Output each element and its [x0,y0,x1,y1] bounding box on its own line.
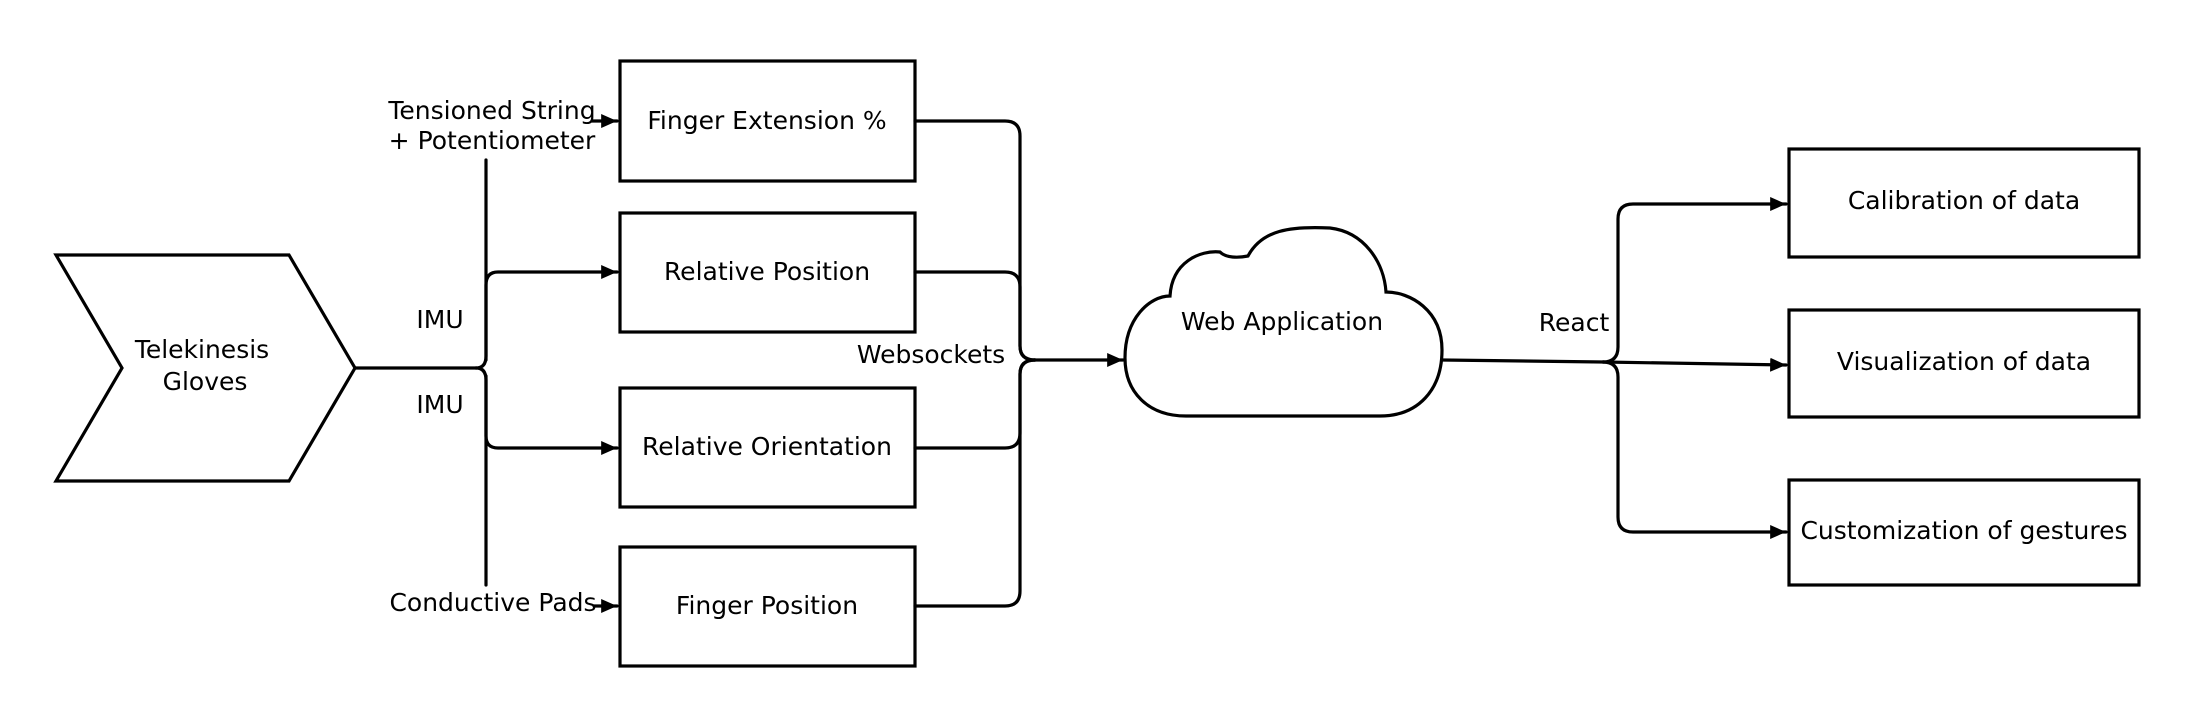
relative-position-box[interactable]: Relative Position [618,211,917,334]
telekinesis-gloves-node[interactable]: Telekinesis Gloves [53,253,357,483]
calibration-label: Calibration of data [1848,186,2080,215]
react-label: React [1539,308,1610,337]
imu-to-relative-orientation-connector [474,366,619,456]
imu-lower-label: IMU [416,390,463,419]
hub-to-split-line [1440,358,1605,364]
relative-orientation-label: Relative Orientation [642,432,892,461]
relative-position-label: Relative Position [664,257,870,286]
cloud-shape [1123,225,1444,418]
web-application-node[interactable]: Web Application [1123,225,1444,418]
react-to-calibration-connector [1601,196,1788,364]
customization-box[interactable]: Customization of gestures [1787,478,2141,587]
potentiometer-label: + Potentiometer [389,126,596,155]
imu-upper-label: IMU [416,305,463,334]
measurement-boxes: Finger Extension % Relative Position Rel… [618,59,917,668]
telekinesis-gloves-label-line2: Gloves [163,367,248,396]
feature-connectors: React [1440,196,1788,540]
customization-label: Customization of gestures [1800,516,2127,545]
sensor-labels: Tensioned String + Potentiometer IMU IMU… [387,96,596,617]
visualization-label: Visualization of data [1837,347,2091,376]
tensioned-string-label: Tensioned String [387,96,595,125]
finger-extension-box[interactable]: Finger Extension % [618,59,917,183]
relative-position-to-hub-line [913,270,1037,362]
visualization-box[interactable]: Visualization of data [1787,308,2141,419]
relative-orientation-box[interactable]: Relative Orientation [618,386,917,509]
imu-to-relative-position-connector [474,264,619,370]
feature-boxes: Calibration of data Visualization of dat… [1787,147,2141,587]
finger-position-label: Finger Position [676,591,858,620]
calibration-box[interactable]: Calibration of data [1787,147,2141,259]
chevron-shape [53,253,357,483]
finger-position-box[interactable]: Finger Position [618,545,917,668]
sensor-connectors [353,113,619,614]
conductive-pads-label: Conductive Pads [389,588,596,617]
finger-extension-to-hub-line [913,119,1037,362]
web-application-label: Web Application [1181,307,1383,336]
telekinesis-gloves-label: Telekinesis [134,335,269,364]
websockets-label: Websockets [857,340,1005,369]
react-to-visualization-connector [1601,357,1788,372]
react-to-customization-connector [1601,360,1788,540]
finger-extension-label: Finger Extension % [647,106,886,135]
relative-orientation-to-hub-line [913,358,1037,450]
merge-connectors: Websockets [857,119,1125,608]
finger-position-to-hub-line [913,358,1037,608]
